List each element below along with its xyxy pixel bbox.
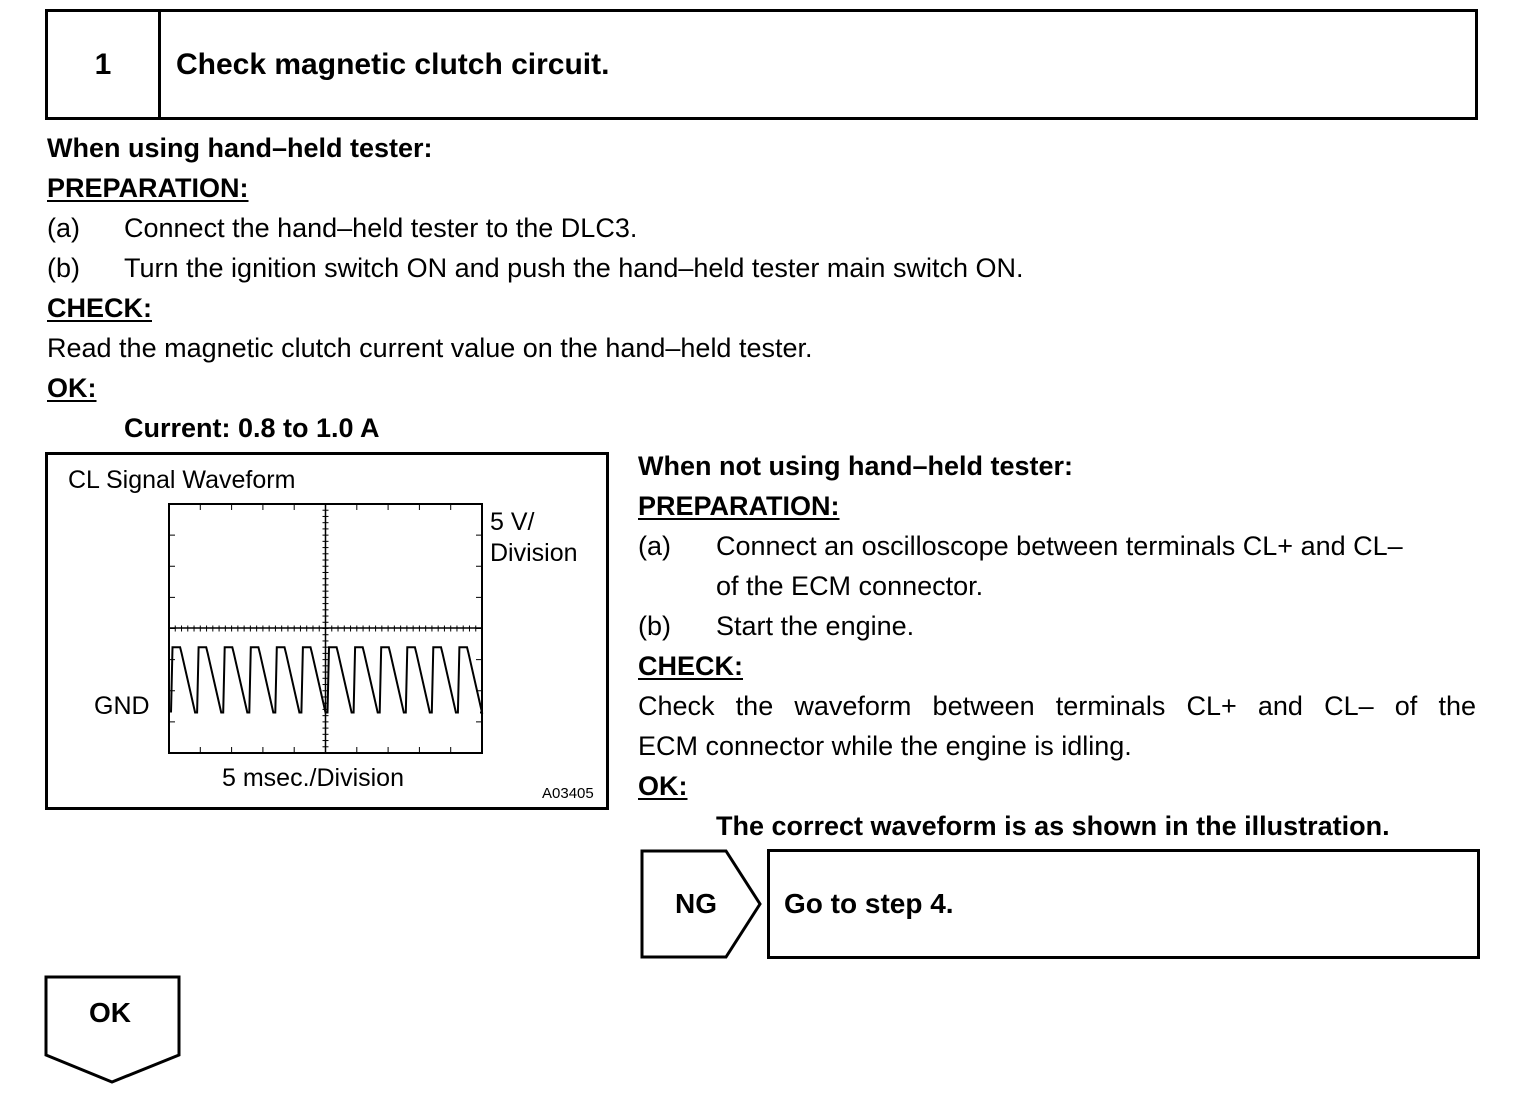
preparation-item-b: (b) Turn the ignition switch ON and push… xyxy=(47,248,1467,288)
item-b-text: Start the engine. xyxy=(716,611,915,641)
preparation-item-b-2: (b) xyxy=(638,606,671,646)
section-heading-hand-held: When using hand–held tester: xyxy=(47,133,433,163)
waveform-figure: CL Signal Waveform 5 V/ Division GND 5 m… xyxy=(45,452,609,810)
check-text: Read the magnetic clutch current value o… xyxy=(47,333,813,363)
gnd-label: GND xyxy=(94,692,150,720)
ng-result-arrow: NG xyxy=(640,849,765,959)
item-text: Connect the hand–held tester to the DLC3… xyxy=(124,213,638,243)
ok-label-2: OK: xyxy=(638,771,688,801)
check-label: CHECK: xyxy=(47,293,152,323)
ok-label: OK: xyxy=(47,373,97,403)
ng-action-text: Go to step 4. xyxy=(784,888,954,919)
ng-action-box: Go to step 4. xyxy=(767,849,1480,959)
ok-result-arrow: OK xyxy=(44,975,182,1085)
preparation-label: PREPARATION: xyxy=(47,173,249,203)
item-label: (b) xyxy=(47,253,80,283)
ok-result-label: OK xyxy=(89,997,131,1028)
time-scale-label: 5 msec./Division xyxy=(222,764,404,792)
preparation-item-a: (a) Connect the hand–held tester to the … xyxy=(47,208,1467,248)
ok-text-2: The correct waveform is as shown in the … xyxy=(716,811,1390,841)
item-a-line2: of the ECM connector. xyxy=(716,571,984,601)
preparation-item-a-2: (a) xyxy=(638,526,671,566)
item-a-line1: Connect an oscilloscope between terminal… xyxy=(716,531,1403,561)
cl-signal-waveform xyxy=(170,646,484,714)
check-line2: ECM connector while the engine is idling… xyxy=(638,731,1132,761)
check-label-2: CHECK: xyxy=(638,651,743,681)
step-number: 1 xyxy=(48,12,161,117)
item-label: (a) xyxy=(47,213,80,243)
section-heading-not-hand-held: When not using hand–held tester: xyxy=(638,451,1074,481)
volt-scale-line2: Division xyxy=(490,539,578,567)
preparation-label-2: PREPARATION: xyxy=(638,491,840,521)
step-title: Check magnetic clutch circuit. xyxy=(176,47,610,81)
oscilloscope-grid xyxy=(168,503,484,754)
volt-scale-line1: 5 V/ xyxy=(490,508,535,536)
ng-arrow-shape xyxy=(640,849,762,959)
item-label: (b) xyxy=(638,611,671,641)
step-header: 1 Check magnetic clutch circuit. xyxy=(45,9,1478,120)
ok-spec: Current: 0.8 to 1.0 A xyxy=(124,413,380,443)
item-text: Turn the ignition switch ON and push the… xyxy=(124,253,1024,283)
item-label: (a) xyxy=(638,531,671,561)
check-line1: Check the waveform between terminals CL+… xyxy=(638,691,1476,721)
ok-arrow-shape xyxy=(44,975,181,1084)
figure-id: A03405 xyxy=(542,785,594,802)
ng-label: NG xyxy=(675,888,717,919)
figure-title: CL Signal Waveform xyxy=(68,466,296,494)
